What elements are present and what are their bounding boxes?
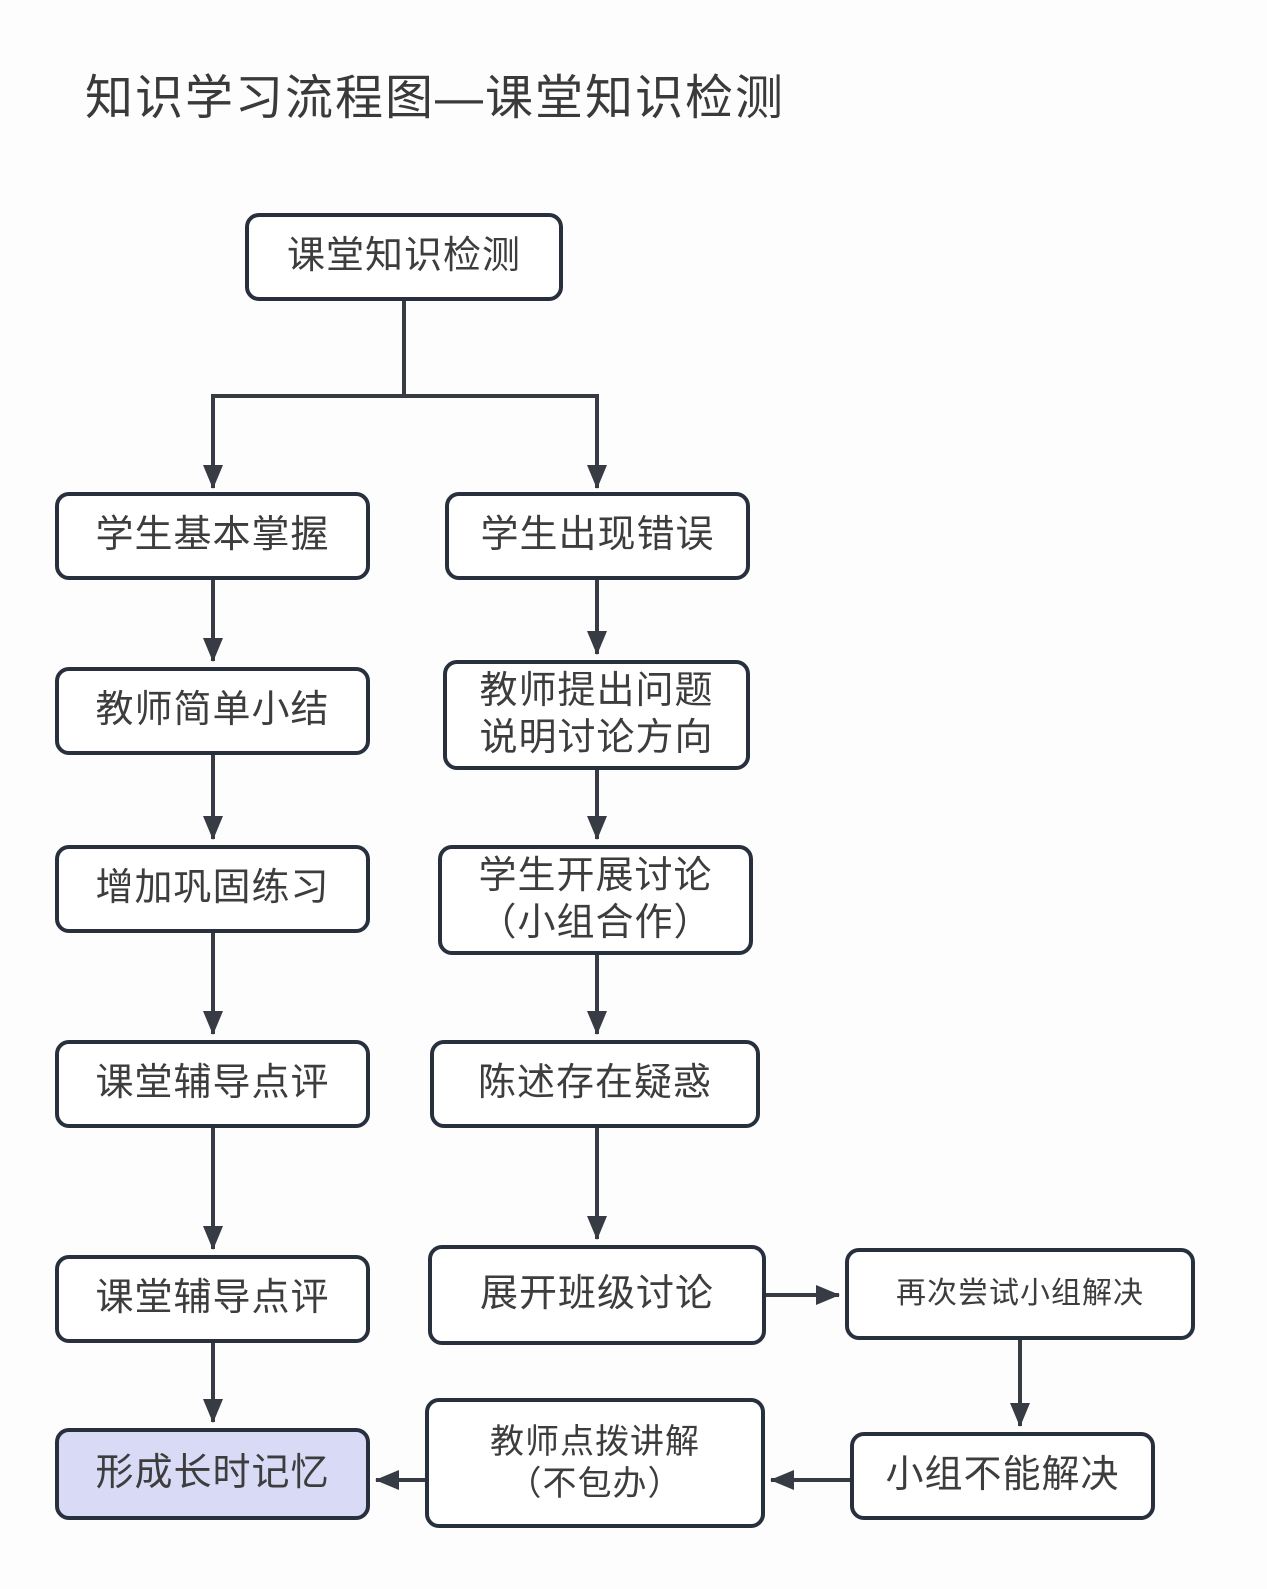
node-teacher-guidance: 教师点拨讲解 （不包办） [425, 1398, 765, 1528]
node-form-long-term-memory: 形成长时记忆 [55, 1428, 370, 1520]
node-teacher-brief-summary: 教师简单小结 [55, 667, 370, 755]
node-state-doubts: 陈述存在疑惑 [430, 1040, 760, 1128]
node-students-basically-mastered: 学生基本掌握 [55, 492, 370, 580]
node-group-cannot-solve: 小组不能解决 [850, 1432, 1155, 1520]
node-retry-group-solve: 再次尝试小组解决 [845, 1248, 1195, 1340]
node-teacher-poses-questions: 教师提出问题 说明讨论方向 [443, 660, 750, 770]
node-add-consolidation-practice: 增加巩固练习 [55, 845, 370, 933]
node-classroom-tutoring-review-2: 课堂辅导点评 [55, 1255, 370, 1343]
page-title: 知识学习流程图—课堂知识检测 [85, 72, 786, 125]
node-students-group-discussion: 学生开展讨论 （小组合作） [438, 845, 753, 955]
node-students-make-errors: 学生出现错误 [445, 492, 750, 580]
node-classroom-tutoring-review-1: 课堂辅导点评 [55, 1040, 370, 1128]
node-classroom-knowledge-test: 课堂知识检测 [245, 213, 563, 301]
node-class-discussion: 展开班级讨论 [428, 1245, 766, 1345]
